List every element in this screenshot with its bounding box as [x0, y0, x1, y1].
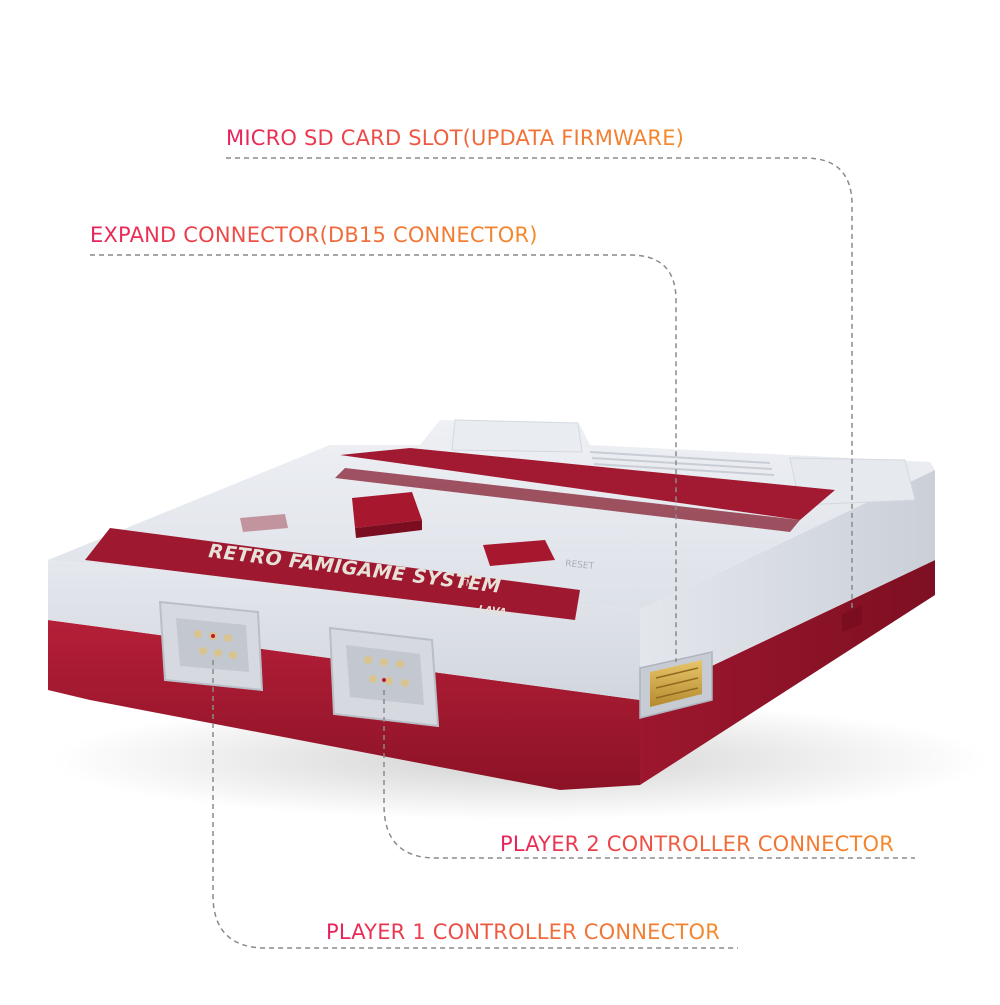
shell-side [640, 470, 935, 700]
cartridge-strip [340, 448, 835, 520]
cartridge-strip-edge [335, 468, 800, 532]
micro-sd-label: MICRO SD CARD SLOT(UPDATA FIRMWARE) [226, 126, 685, 150]
rear-bump-left [451, 419, 583, 453]
reset-label: RESET [565, 559, 595, 572]
power-button [352, 492, 422, 528]
brand-panel [85, 528, 580, 620]
trademark-mark: TM [459, 578, 474, 590]
leader-lines [90, 157, 915, 949]
maker-text: LAVA [478, 604, 507, 618]
leader-expand [90, 254, 677, 662]
player1-port [158, 600, 264, 692]
db15-connector [639, 651, 713, 719]
leader-p2 [383, 690, 915, 859]
leader-p1 [212, 660, 738, 949]
top-vents [589, 451, 775, 476]
slider [240, 514, 288, 532]
player2-connector-label: PLAYER 2 CONTROLLER CONNECTOR [500, 832, 895, 856]
expand-connector-label: EXPAND CONNECTOR(DB15 CONNECTOR) [90, 223, 538, 247]
sd-slot [842, 605, 862, 632]
leader-sd [226, 157, 853, 610]
player1-connector-label: PLAYER 1 CONTROLLER CONNECTOR [326, 920, 721, 944]
reset-button [483, 540, 555, 566]
player2-port [328, 626, 440, 728]
power-button-side [355, 520, 422, 538]
